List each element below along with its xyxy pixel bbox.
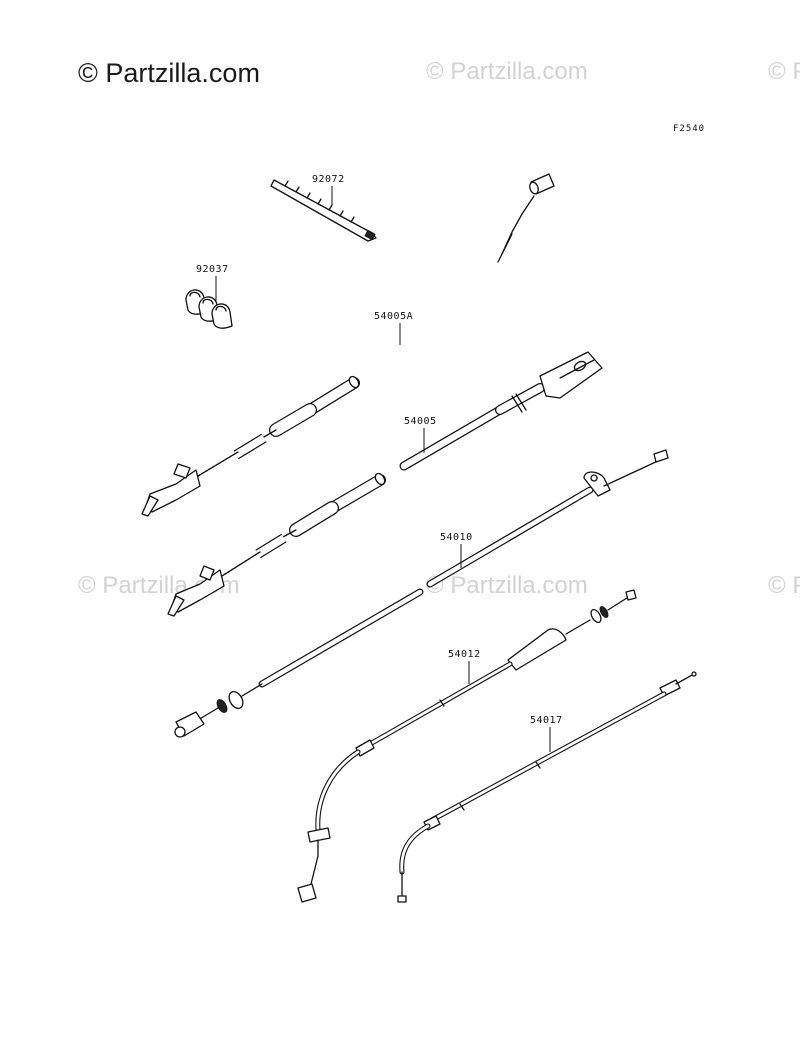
callout-label: 54017 <box>530 715 563 726</box>
callout-label: 92037 <box>196 264 229 275</box>
figure-id: F2540 <box>673 124 706 134</box>
callout-54005A[interactable]: 54005A <box>374 311 413 345</box>
callout-label: 54010 <box>440 532 473 543</box>
callout-label: 92072 <box>312 174 345 185</box>
watermark-logo: © Partzilla.com <box>426 572 588 599</box>
part-cable-tie[interactable] <box>270 179 377 242</box>
callout-92072[interactable]: 92072 <box>312 174 345 205</box>
callout-92037[interactable]: 92037 <box>196 264 229 302</box>
callout-54010[interactable]: 54010 <box>440 532 473 568</box>
partzilla-logo: © Partzilla.com <box>78 58 260 88</box>
part-throttle-cable[interactable] <box>399 351 603 471</box>
part-left-throttle-cable-lower[interactable] <box>167 472 387 617</box>
part-speedometer-cable[interactable] <box>397 671 697 903</box>
watermark-logo: © Partzilla.com <box>768 58 800 85</box>
part-throttle-cable-a[interactable] <box>374 173 555 366</box>
watermark-logo: © Partzilla.com <box>768 572 800 599</box>
part-left-throttle-cable-upper[interactable] <box>141 375 361 517</box>
part-clutch-cable[interactable] <box>297 589 637 903</box>
callout-label: 54005 <box>404 416 437 427</box>
callout-54017[interactable]: 54017 <box>530 715 563 752</box>
watermark-logo: © Partzilla.com <box>426 58 588 85</box>
callout-54012[interactable]: 54012 <box>448 649 481 684</box>
part-cable-clamp[interactable] <box>185 289 233 329</box>
callout-54005[interactable]: 54005 <box>404 416 437 453</box>
part-choke-cable[interactable] <box>174 449 669 738</box>
callout-label: 54012 <box>448 649 481 660</box>
callout-label: 54005A <box>374 311 413 322</box>
